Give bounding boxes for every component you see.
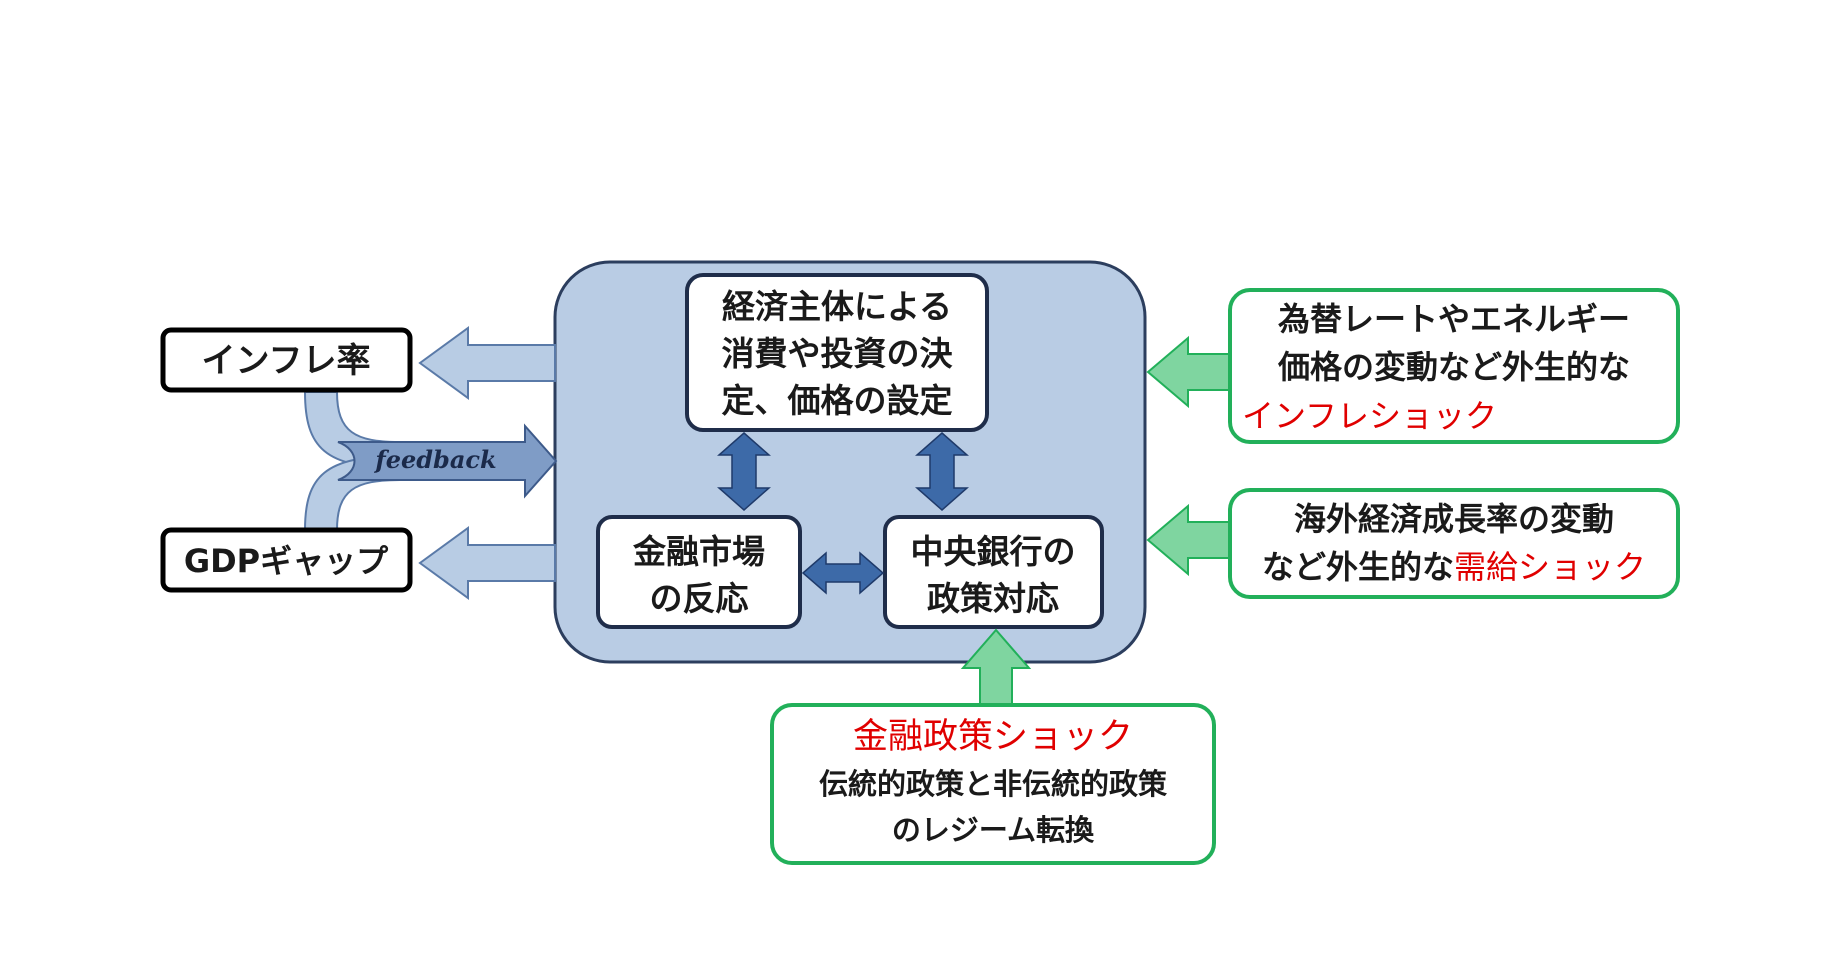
demand-supply-shock-box xyxy=(1228,488,1680,599)
agents-line-3: 定、価格の設定 xyxy=(722,381,953,420)
monetary-shock-line-2: のレジーム転換 xyxy=(892,813,1095,847)
inflation-box xyxy=(160,327,413,393)
demand-supply-shock-line-1: 海外経済成長率の変動 xyxy=(1294,500,1614,538)
feedback-label: feedback xyxy=(373,445,496,474)
arrow-inflation-shock xyxy=(1146,335,1231,409)
arrow-to-inflation xyxy=(418,326,556,400)
double-arrow-agents-central-bank xyxy=(915,432,969,511)
market-line-1: 金融市場 xyxy=(632,532,765,571)
central-bank-line-1: 中央銀行の xyxy=(911,532,1076,571)
central-bank-line-2: 政策対応 xyxy=(927,579,1059,618)
agents-line-1: 経済主体による xyxy=(722,287,952,326)
feedback-arrow xyxy=(337,423,558,499)
market-line-2: の反応 xyxy=(650,579,749,618)
central-bank-box xyxy=(883,515,1104,629)
gdp-gap-label: GDPギャップ xyxy=(184,542,389,580)
arrow-monetary-shock xyxy=(960,628,1032,706)
arrow-to-gdp-gap xyxy=(418,526,556,600)
monetary-shock-box xyxy=(770,703,1216,865)
market-box xyxy=(596,515,802,629)
double-arrow-market-central-bank xyxy=(801,551,885,595)
demand-supply-shock-prefix: など外生的な xyxy=(1262,548,1454,586)
inflation-shock-box xyxy=(1228,288,1680,444)
inflation-shock-line-1: 為替レートやエネルギー xyxy=(1278,300,1630,338)
inflation-label: インフレ率 xyxy=(202,341,371,381)
demand-supply-shock-line-2: など外生的な需給ショック xyxy=(1262,548,1646,586)
agents-line-2: 消費や投資の決 xyxy=(722,334,953,373)
monetary-shock-line-1: 伝統的政策と非伝統的政策 xyxy=(819,767,1168,801)
inflation-shock-highlight: インフレショック xyxy=(1242,397,1497,435)
inflation-shock-line-2: 価格の変動など外生的な xyxy=(1277,348,1630,386)
demand-supply-shock-highlight: 需給ショック xyxy=(1454,548,1646,586)
agents-box xyxy=(685,273,989,432)
monetary-shock-highlight: 金融政策ショック xyxy=(853,717,1133,757)
arrow-demand-supply-shock xyxy=(1146,503,1231,577)
gdp-gap-box xyxy=(160,527,413,593)
double-arrow-agents-market xyxy=(717,432,771,511)
